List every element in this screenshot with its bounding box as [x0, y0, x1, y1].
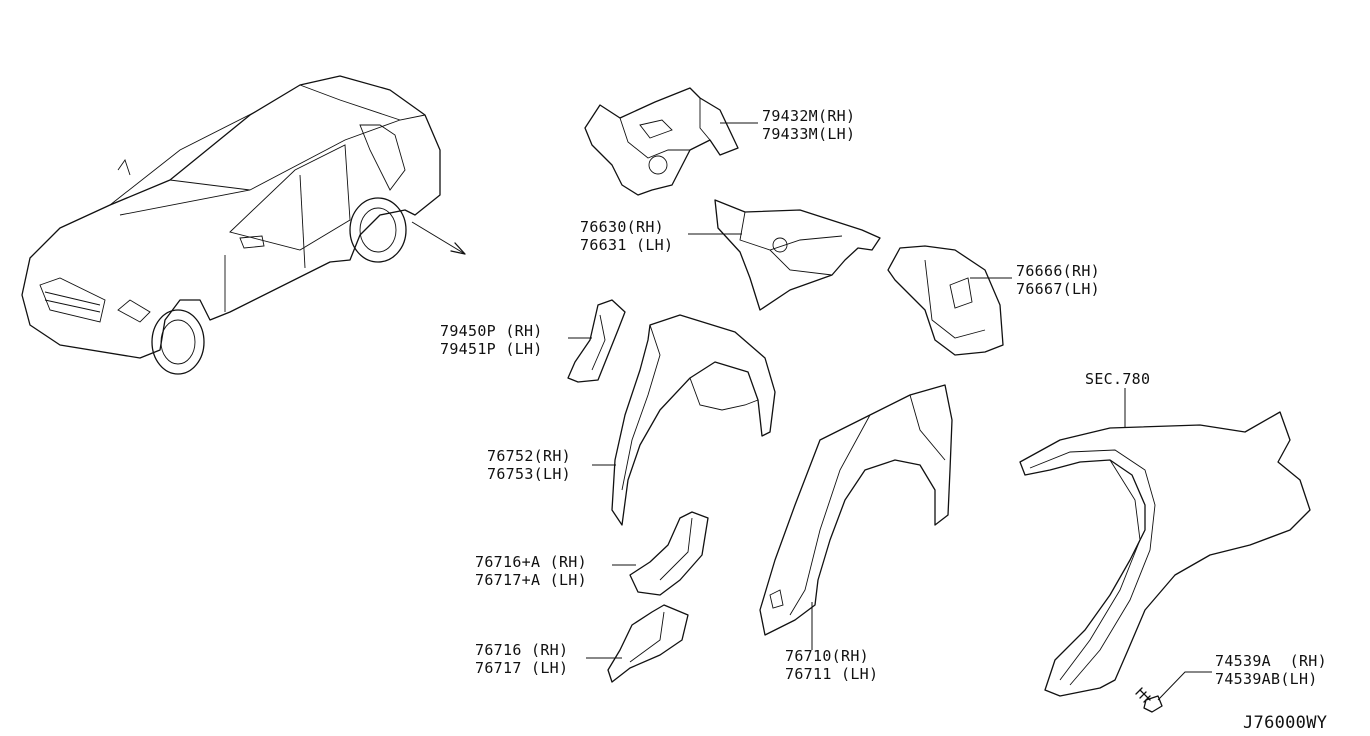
part-number-rh: 76716+A (RH)	[475, 553, 587, 571]
section-reference-label: SEC.780	[1085, 370, 1150, 388]
part-sec780-quarter-panel	[1019, 388, 1311, 697]
part-76710-outer-panel	[759, 384, 953, 650]
part-79432m-bracket	[584, 87, 758, 196]
part-number-rh: 76710(RH)	[785, 647, 869, 665]
part-number-lh: 79451P (LH)	[440, 340, 543, 358]
part-76666-extension	[887, 245, 1012, 356]
part-number-lh: 76717 (LH)	[475, 659, 568, 677]
label-76752: 76752(RH) 76753(LH)	[487, 447, 571, 483]
label-76710: 76710(RH) 76711 (LH)	[785, 647, 878, 683]
label-76716: 76716 (RH) 76717 (LH)	[475, 641, 568, 677]
label-79450p: 79450P (RH) 79451P (LH)	[440, 322, 543, 358]
part-number-lh: 79433M(LH)	[762, 125, 855, 143]
part-number-rh: 76716 (RH)	[475, 641, 568, 659]
part-number-rh: 79450P (RH)	[440, 322, 543, 340]
part-76716-reinforcement	[586, 604, 689, 683]
part-number-lh: 74539AB(LH)	[1215, 670, 1318, 688]
label-74539a: 74539A (RH) 74539AB(LH)	[1215, 652, 1327, 688]
part-number-rh: 76630(RH)	[580, 218, 664, 236]
part-number-lh: 76667(LH)	[1016, 280, 1100, 298]
label-76666: 76666(RH) 76667(LH)	[1016, 262, 1100, 298]
label-76716a: 76716+A (RH) 76717+A (LH)	[475, 553, 587, 589]
part-number-lh: 76711 (LH)	[785, 665, 878, 683]
part-76716a-reinforcement	[612, 511, 709, 596]
part-number-rh: 76666(RH)	[1016, 262, 1100, 280]
diagram-code: J76000WY	[1243, 713, 1327, 733]
label-76630: 76630(RH) 76631 (LH)	[580, 218, 673, 254]
part-79450p-gusset	[567, 299, 626, 383]
bolt-74539a	[1135, 671, 1212, 713]
part-number-rh: 74539A (RH)	[1215, 652, 1327, 670]
part-76752-wheel-house	[592, 314, 776, 526]
part-number-lh: 76631 (LH)	[580, 236, 673, 254]
part-number-rh: 76752(RH)	[487, 447, 571, 465]
car-overview-illustration	[21, 75, 466, 375]
label-79432m: 79432M(RH) 79433M(LH)	[762, 107, 855, 143]
part-number-lh: 76753(LH)	[487, 465, 571, 483]
part-76630-inner-panel	[688, 199, 881, 311]
part-number-rh: 79432M(RH)	[762, 107, 855, 125]
part-number-lh: 76717+A (LH)	[475, 571, 587, 589]
